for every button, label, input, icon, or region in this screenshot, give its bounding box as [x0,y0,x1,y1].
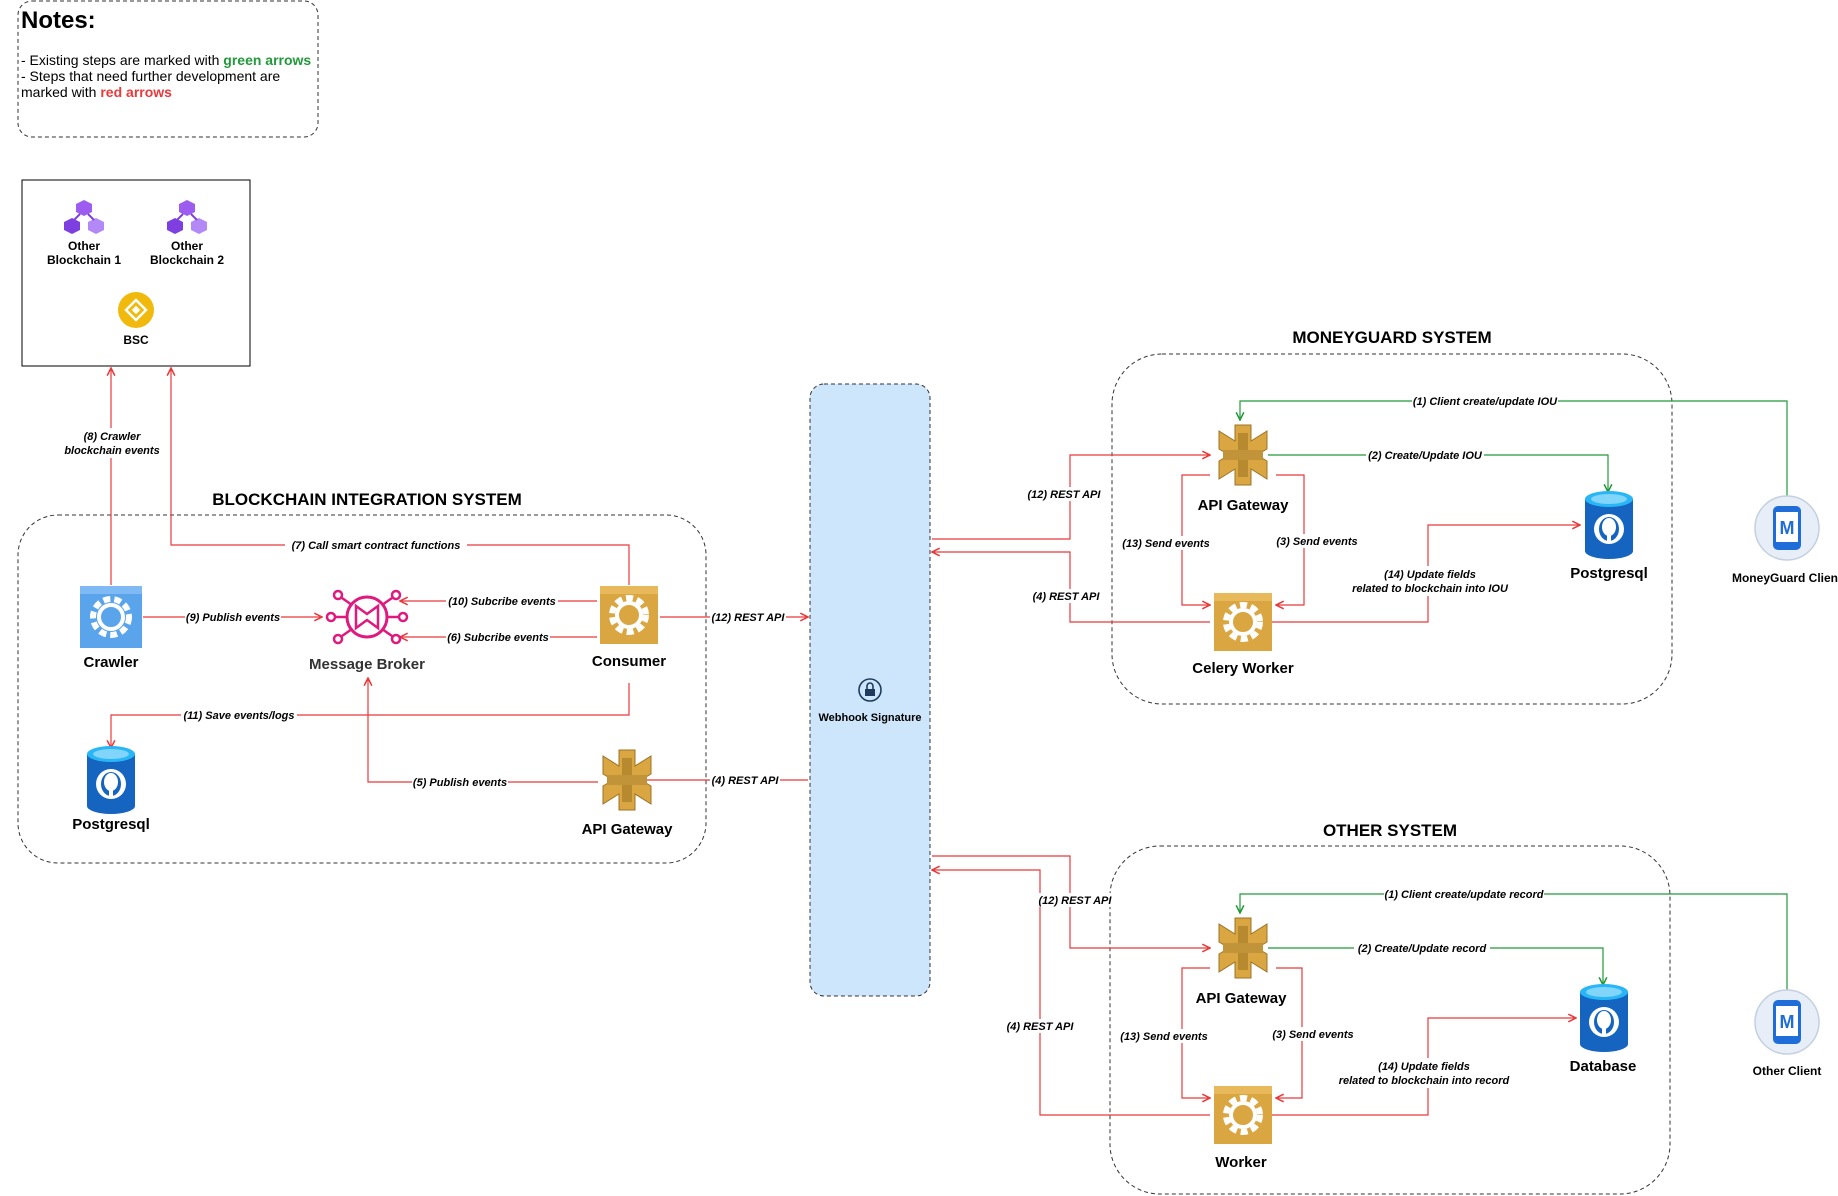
blockchains-box: Other Blockchain 1 Other Blockchain 2 BS… [21,179,251,367]
message-broker-icon [325,589,409,645]
other-blockchain-2-label-line2: Blockchain 2 [150,253,224,267]
edge-label-crawler-events-2: blockchain events [64,445,159,457]
mobile-client-icon [1754,495,1820,561]
api-gateway-icon [1218,917,1268,979]
edge-label-mg-client-create: (1) Client create/update IOU [1413,396,1558,408]
edge-os-client-create [1240,893,1788,990]
database-icon [1580,984,1628,1052]
message-broker-label: Message Broker [309,656,425,673]
edge-save-11 [111,683,630,748]
edge-label-os-update-14-2: related to blockchain into record [1339,1075,1510,1087]
edge-label-mg-create-iou: (2) Create/Update IOU [1368,450,1483,462]
edge-label-publish-9: (9) Publish events [186,612,280,624]
blockchain-system-title: BLOCKCHAIN INTEGRATION SYSTEM [212,490,521,509]
other-system-title: OTHER SYSTEM [1323,821,1457,840]
api-gateway-icon [602,749,652,811]
blockchain-edge-labels: (8) Crawler blockchain events (7) Call s… [62,428,786,789]
edge-label-subscribe-6: (6) Subcribe events [447,632,548,644]
moneyguard-client-label: MoneyGuard Client [1732,571,1838,585]
consumer-gear-icon [600,586,658,644]
other-system: OTHER SYSTEM [1109,821,1671,1195]
blockchain-gateway-label: API Gateway [582,821,674,838]
edge-label-os-client-create: (1) Client create/update record [1385,889,1544,901]
moneyguard-worker-label: Celery Worker [1192,660,1294,677]
other-worker-label: Worker [1215,1154,1267,1171]
blockchain-integration-system: BLOCKCHAIN INTEGRATION SYSTEM [17,490,707,864]
other-db-label: Database [1570,1058,1637,1075]
blockchain-cubes-icon [166,199,208,235]
notes-line-1: - Existing steps are marked with green a… [21,52,311,68]
other-client-label: Other Client [1753,1064,1822,1078]
moneyguard-db-label: Postgresql [1570,565,1648,582]
worker-gear-icon [1214,593,1272,651]
worker-gear-icon [1214,1086,1272,1144]
edge-label-mg-rest-4: (4) REST API [1033,591,1101,603]
postgres-db-icon [87,746,135,814]
edge-mg-rest-4 [932,552,1210,623]
edge-os-rest-4 [932,870,1210,1116]
edge-label-crawler-events-1: (8) Crawler [84,431,142,443]
crawler-label: Crawler [83,654,138,671]
moneyguard-edge-labels: (1) Client create/update IOU (2) Create/… [1024,394,1558,603]
red-arrows-hint: red arrows [100,84,172,100]
postgres-db-icon [1585,491,1633,559]
crawler-gear-icon [80,586,142,648]
edge-label-save-11: (11) Save events/logs [183,710,294,722]
other-blockchain-2-label-line1: Other [171,239,203,253]
edge-label-publish-5: (5) Publish events [413,777,507,789]
mobile-client-icon [1754,989,1820,1055]
bsc-label: BSC [123,333,149,347]
notes-title: Notes: [21,7,96,34]
edge-label-call-contract: (7) Call smart contract functions [292,540,461,552]
edge-label-os-create-record: (2) Create/Update record [1358,943,1487,955]
edge-publish-5 [368,678,598,783]
other-blockchain-1-label-line1: Other [68,239,100,253]
edge-label-os-send-13: (13) Send events [1120,1031,1207,1043]
notes-line-2: - Steps that need further development ar… [21,68,280,84]
edge-label-os-rest-4: (4) REST API [1007,1021,1075,1033]
edge-label-mg-update-14-1: (14) Update fields [1384,569,1476,581]
edge-label-rest-12: (12) REST API [712,612,786,624]
webhook-signature-panel: Webhook Signature [809,383,931,997]
api-gateway-icon [1218,424,1268,486]
green-arrows-hint: green arrows [223,52,311,68]
lock-icon [858,678,882,702]
consumer-label: Consumer [592,653,666,670]
edge-call-contract [171,368,630,585]
edge-mg-client-create [1240,400,1788,496]
other-system-edge-labels: (1) Client create/update record (2) Crea… [1004,887,1544,1088]
moneyguard-system-title: MONEYGUARD SYSTEM [1292,328,1491,347]
other-blockchain-1-label-line2: Blockchain 1 [47,253,121,267]
webhook-label: Webhook Signature [818,712,921,724]
edge-label-rest-4: (4) REST API [712,775,780,787]
blockchain-cubes-icon [63,199,105,235]
moneyguard-system: MONEYGUARD SYSTEM [1111,328,1673,705]
edge-label-mg-send-13: (13) Send events [1122,538,1209,550]
edge-label-mg-rest-12: (12) REST API [1028,489,1102,501]
moneyguard-gateway-label: API Gateway [1198,497,1290,514]
notes-box: Notes: - Existing steps are marked with … [17,0,319,138]
blockchain-postgres-label: Postgresql [72,816,150,833]
notes-line-3: marked with red arrows [21,84,172,100]
other-gateway-label: API Gateway [1196,990,1288,1007]
edge-label-os-send-3: (3) Send events [1272,1029,1353,1041]
edge-label-os-rest-12: (12) REST API [1039,895,1113,907]
edge-label-os-update-14-1: (14) Update fields [1378,1061,1470,1073]
edge-label-mg-send-3: (3) Send events [1276,536,1357,548]
edge-label-mg-update-14-2: related to blockchain into IOU [1352,583,1509,595]
edge-label-subscribe-10: (10) Subcribe events [448,596,556,608]
bsc-coin-icon [118,292,154,328]
